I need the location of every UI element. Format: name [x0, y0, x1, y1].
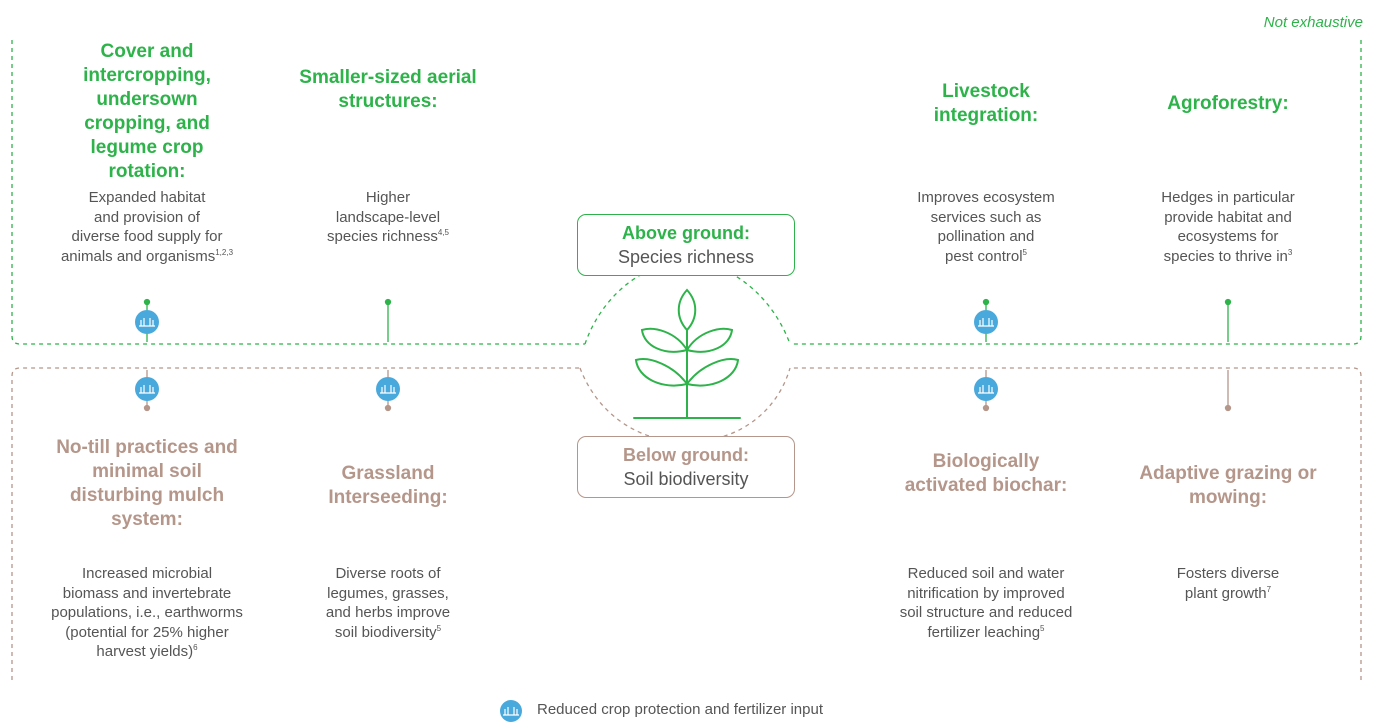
- below-ground-subtitle: Soil biodiversity: [623, 469, 749, 489]
- legend-label: Reduced crop protection and fertilizer i…: [537, 701, 823, 718]
- above-item-2-title: Smaller-sized aerial structures:: [299, 67, 477, 112]
- above-item-4-title: Agroforestry:: [1167, 93, 1289, 114]
- below-ground-title: Below ground:: [623, 445, 749, 465]
- below-ground-frame-right: [790, 367, 1362, 680]
- reduced-input-icon: [500, 700, 522, 722]
- below-item-1-title: No-till practices and minimal soil distu…: [56, 437, 238, 530]
- plant-icon: [633, 288, 741, 419]
- above-item-1-title: Cover and intercropping, undersown cropp…: [83, 41, 211, 182]
- below-ground-box: Below ground: Soil biodiversity: [577, 436, 795, 498]
- above-item-3-title: Livestock integration:: [933, 81, 1039, 126]
- above-ground-subtitle: Species richness: [617, 247, 755, 267]
- reduced-input-icon-group: [135, 310, 998, 401]
- above-ground-frame-right: [790, 40, 1362, 345]
- below-ground-arc: [579, 367, 791, 443]
- below-item-3-title: Biologically activated biochar:: [904, 451, 1068, 496]
- above-ground-title: Above ground:: [622, 223, 750, 243]
- below-item-4-desc: Fosters diverse plant growth7: [1176, 565, 1280, 602]
- above-ground-frame-left: [11, 40, 585, 345]
- below-item-2-title: Grassland Interseeding:: [328, 463, 448, 508]
- below-item-4-title: Adaptive grazing or mowing:: [1139, 463, 1317, 508]
- not-exhaustive-note: Not exhaustive: [1263, 14, 1363, 31]
- above-ground-box: Above ground: Species richness: [577, 214, 795, 276]
- below-ground-frame-left: [11, 367, 580, 680]
